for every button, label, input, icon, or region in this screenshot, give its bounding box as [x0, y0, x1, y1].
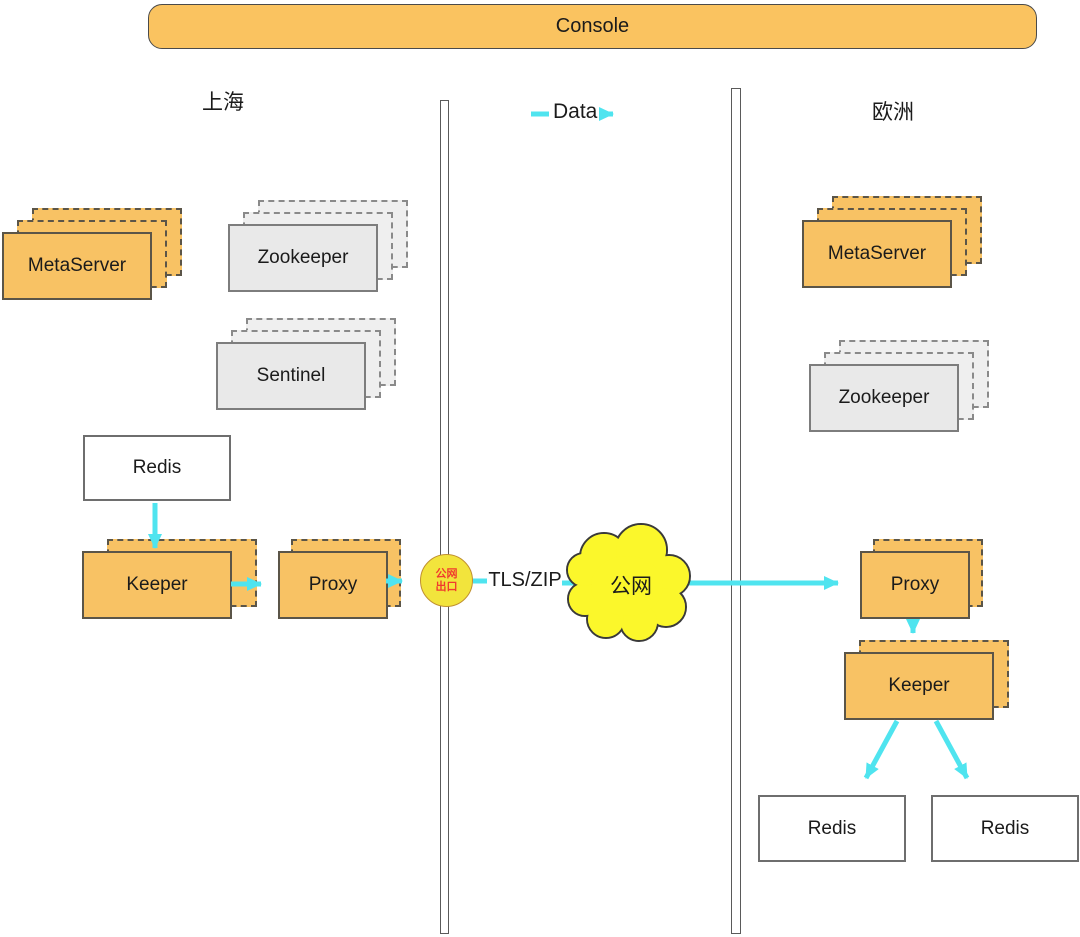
- node-box: Keeper: [82, 551, 232, 619]
- boundary-wall-right: [731, 88, 741, 934]
- node-label: Sentinel: [256, 365, 326, 386]
- node-label: Keeper: [126, 574, 188, 595]
- node-box: Keeper: [844, 652, 994, 720]
- console-label: Console: [555, 15, 630, 37]
- exit-label-line2: 出口: [435, 580, 458, 593]
- protocol-label: TLS/ZIP: [488, 569, 562, 591]
- node-label: Zookeeper: [838, 387, 930, 408]
- arrow-keeper-to-redis-1: [863, 719, 900, 780]
- node-label: MetaServer: [827, 243, 927, 264]
- node-box: Proxy: [860, 551, 970, 619]
- node-label: Redis: [807, 817, 857, 839]
- node-box: MetaServer: [802, 220, 952, 288]
- node-redis-europe-1: Redis: [758, 795, 906, 862]
- region-label-europe: 欧洲: [872, 101, 914, 124]
- boundary-wall-left: [440, 100, 449, 934]
- region-label-shanghai: 上海: [202, 91, 244, 114]
- exit-label-line1: 公网: [435, 567, 458, 580]
- node-box: MetaServer: [2, 232, 152, 300]
- node-label: Redis: [132, 457, 182, 478]
- public-network-exit-node: 公网 出口: [420, 554, 473, 607]
- node-redis-europe-2: Redis: [931, 795, 1079, 862]
- node-box: Sentinel: [216, 342, 366, 410]
- public-network-cloud-label: 公网: [610, 575, 652, 598]
- node-label: MetaServer: [27, 255, 127, 276]
- node-label: Proxy: [308, 574, 358, 595]
- console-node: Console: [148, 4, 1037, 49]
- node-box: Zookeeper: [228, 224, 378, 292]
- node-label: Proxy: [890, 574, 940, 595]
- node-label: Keeper: [888, 675, 950, 696]
- arrow-keeper-to-redis-2: [933, 719, 970, 780]
- node-redis-shanghai: Redis: [83, 435, 231, 501]
- node-box: Proxy: [278, 551, 388, 619]
- node-label: Zookeeper: [257, 247, 349, 268]
- node-label: Redis: [980, 817, 1030, 839]
- data-flow-legend-label: Data: [553, 100, 598, 123]
- node-box: Zookeeper: [809, 364, 959, 432]
